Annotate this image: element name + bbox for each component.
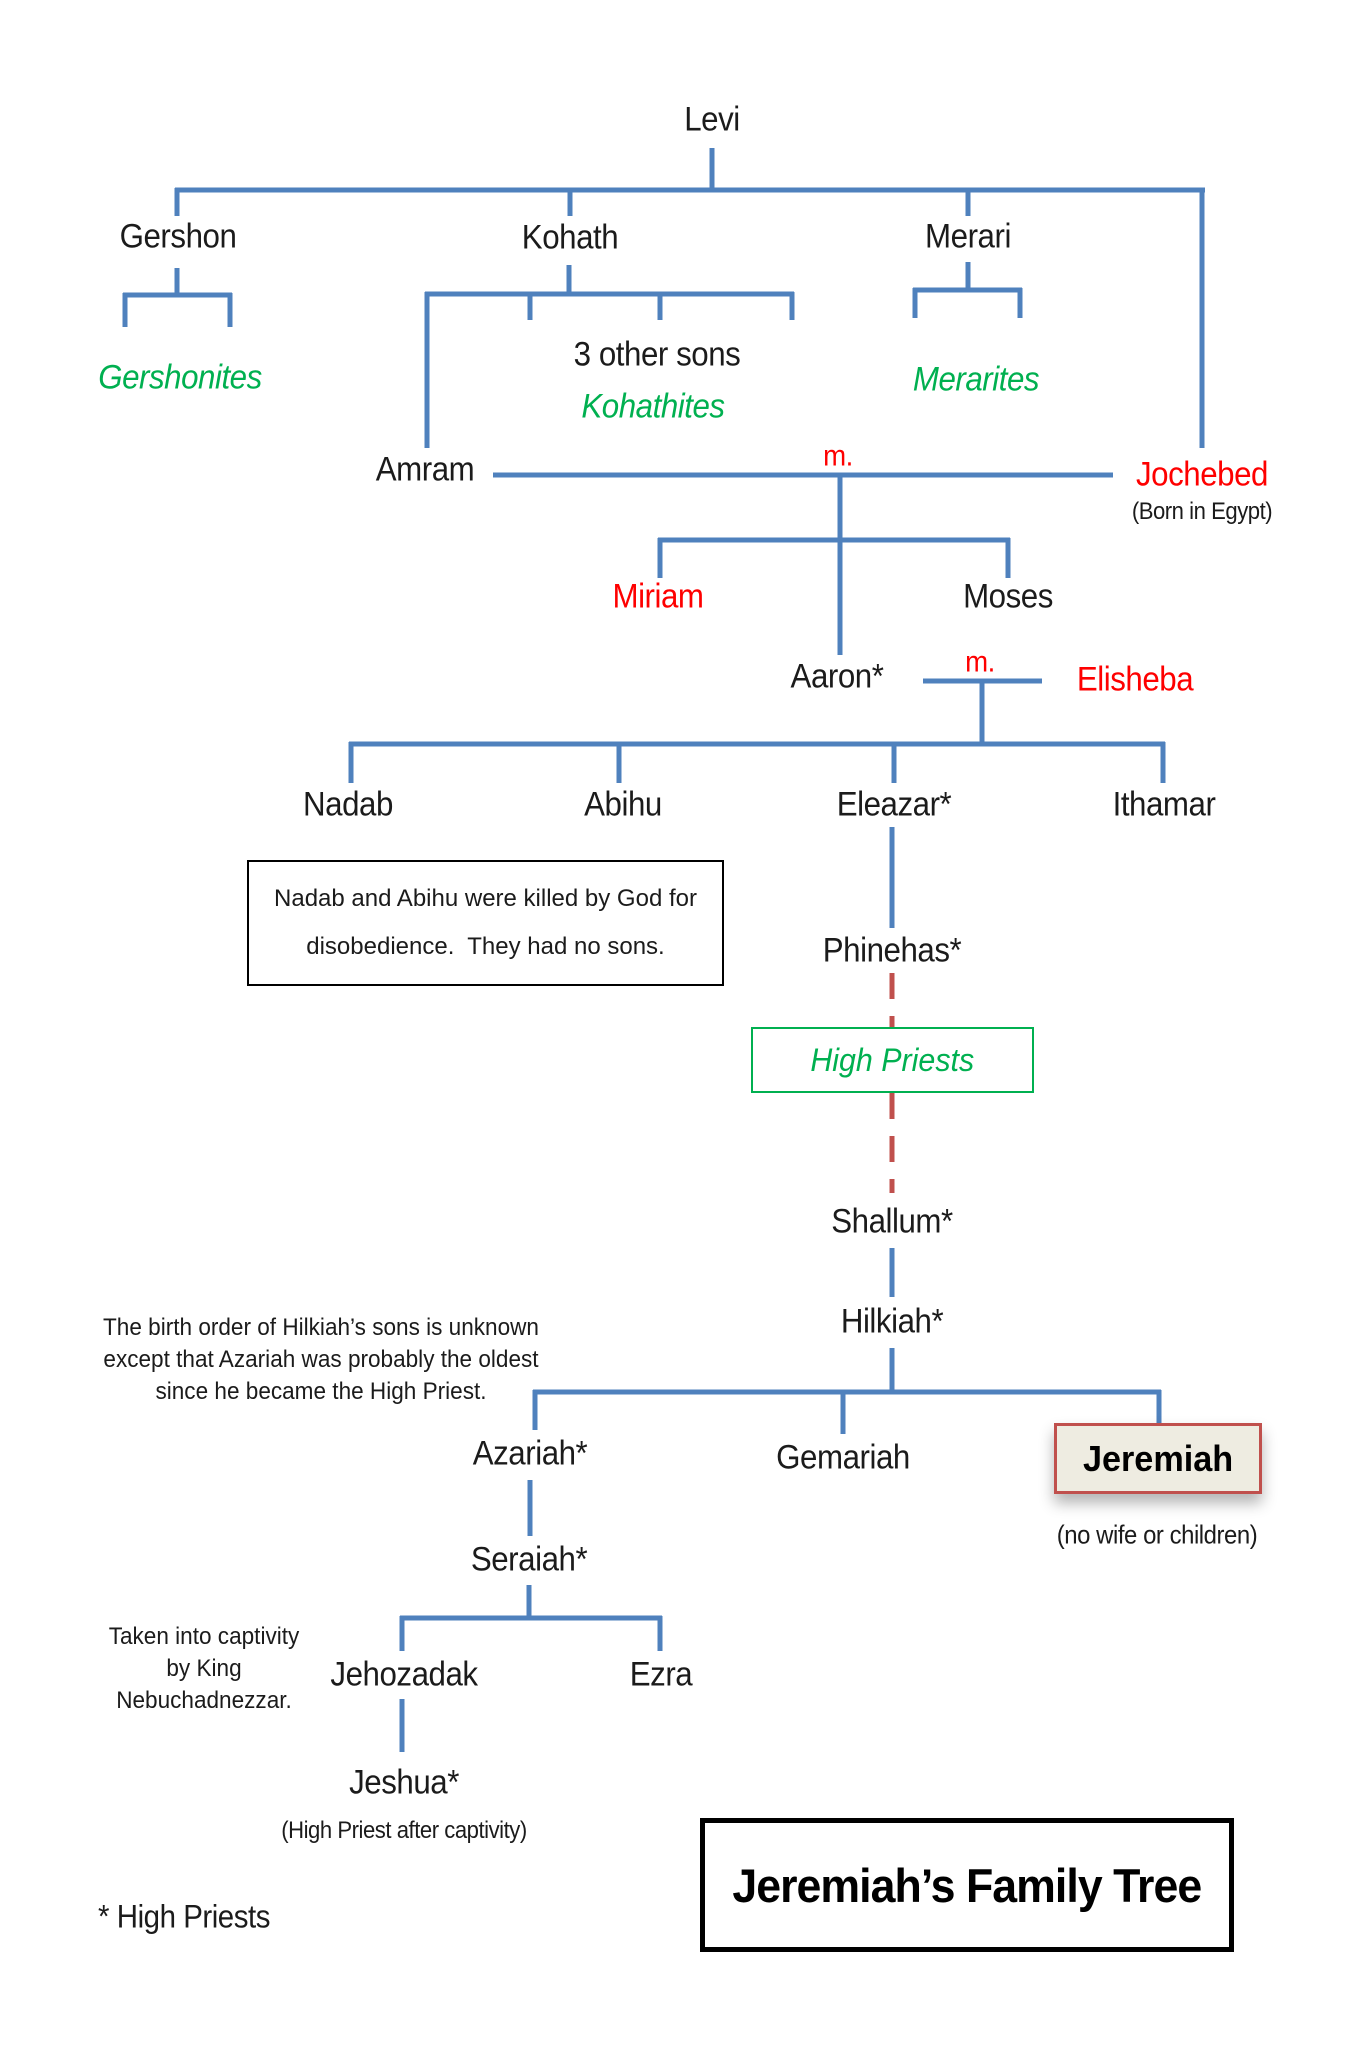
legend-high-priests: * High Priests bbox=[98, 1898, 270, 1935]
person-jehozadak: Jehozadak bbox=[330, 1655, 478, 1694]
note-nadab-abihu: Nadab and Abihu were killed by God for d… bbox=[247, 860, 724, 986]
clan-kohathites: Kohathites bbox=[581, 387, 725, 426]
person-ezra: Ezra bbox=[629, 1655, 693, 1694]
person-miriam: Miriam bbox=[612, 577, 704, 616]
jeremiah-box: Jeremiah bbox=[1054, 1423, 1262, 1494]
person-jochebed: Jochebed bbox=[1136, 455, 1268, 494]
person-abihu: Abihu bbox=[584, 785, 662, 824]
person-moses: Moses bbox=[963, 577, 1053, 616]
person-jeshua: Jeshua* bbox=[349, 1763, 459, 1802]
person-shallum: Shallum* bbox=[831, 1202, 953, 1241]
person-seraiah: Seraiah* bbox=[470, 1540, 588, 1579]
person-amram: Amram bbox=[375, 450, 475, 489]
person-nadab: Nadab bbox=[303, 785, 393, 824]
person-eleazar: Eleazar* bbox=[836, 785, 952, 824]
person-gershon: Gershon bbox=[119, 217, 237, 256]
marriage-label-aaron-elisheba: m. bbox=[965, 645, 995, 679]
diagram-title-box: Jeremiah’s Family Tree bbox=[700, 1818, 1234, 1952]
caption-high-priest-after-captivity: (High Priest after captivity) bbox=[281, 1816, 527, 1844]
caption-born-in-egypt: (Born in Egypt) bbox=[1131, 497, 1273, 525]
person-phinehas: Phinehas* bbox=[822, 931, 962, 970]
person-kohath: Kohath bbox=[521, 218, 619, 257]
clan-merarites: Merarites bbox=[912, 360, 1040, 399]
caption-no-wife-or-children: (no wife or children) bbox=[1056, 1519, 1258, 1550]
person-levi: Levi bbox=[684, 100, 740, 139]
person-azariah: Azariah* bbox=[472, 1434, 588, 1473]
high-priests-box: High Priests bbox=[751, 1027, 1034, 1093]
person-ithamar: Ithamar bbox=[1112, 785, 1216, 824]
marriage-label-amram-jochebed: m. bbox=[823, 439, 853, 473]
person-hilkiah: Hilkiah* bbox=[840, 1302, 944, 1341]
note-birth-order: The birth order of Hilkiah’s sons is unk… bbox=[103, 1314, 539, 1405]
person-merari: Merari bbox=[925, 217, 1011, 256]
diagram-title: Jeremiah’s Family Tree bbox=[732, 1858, 1203, 1912]
clan-gershonites: Gershonites bbox=[98, 358, 262, 397]
person-aaron: Aaron* bbox=[790, 657, 884, 696]
label-three-other-sons: 3 other sons bbox=[573, 335, 741, 374]
note-captivity: Taken into captivity by King Nebuchadnez… bbox=[108, 1623, 300, 1714]
high-priests-box-label: High Priests bbox=[810, 1041, 975, 1078]
person-jeremiah: Jeremiah bbox=[1082, 1437, 1234, 1479]
person-elisheba: Elisheba bbox=[1076, 660, 1194, 699]
person-gemariah: Gemariah bbox=[776, 1438, 910, 1477]
